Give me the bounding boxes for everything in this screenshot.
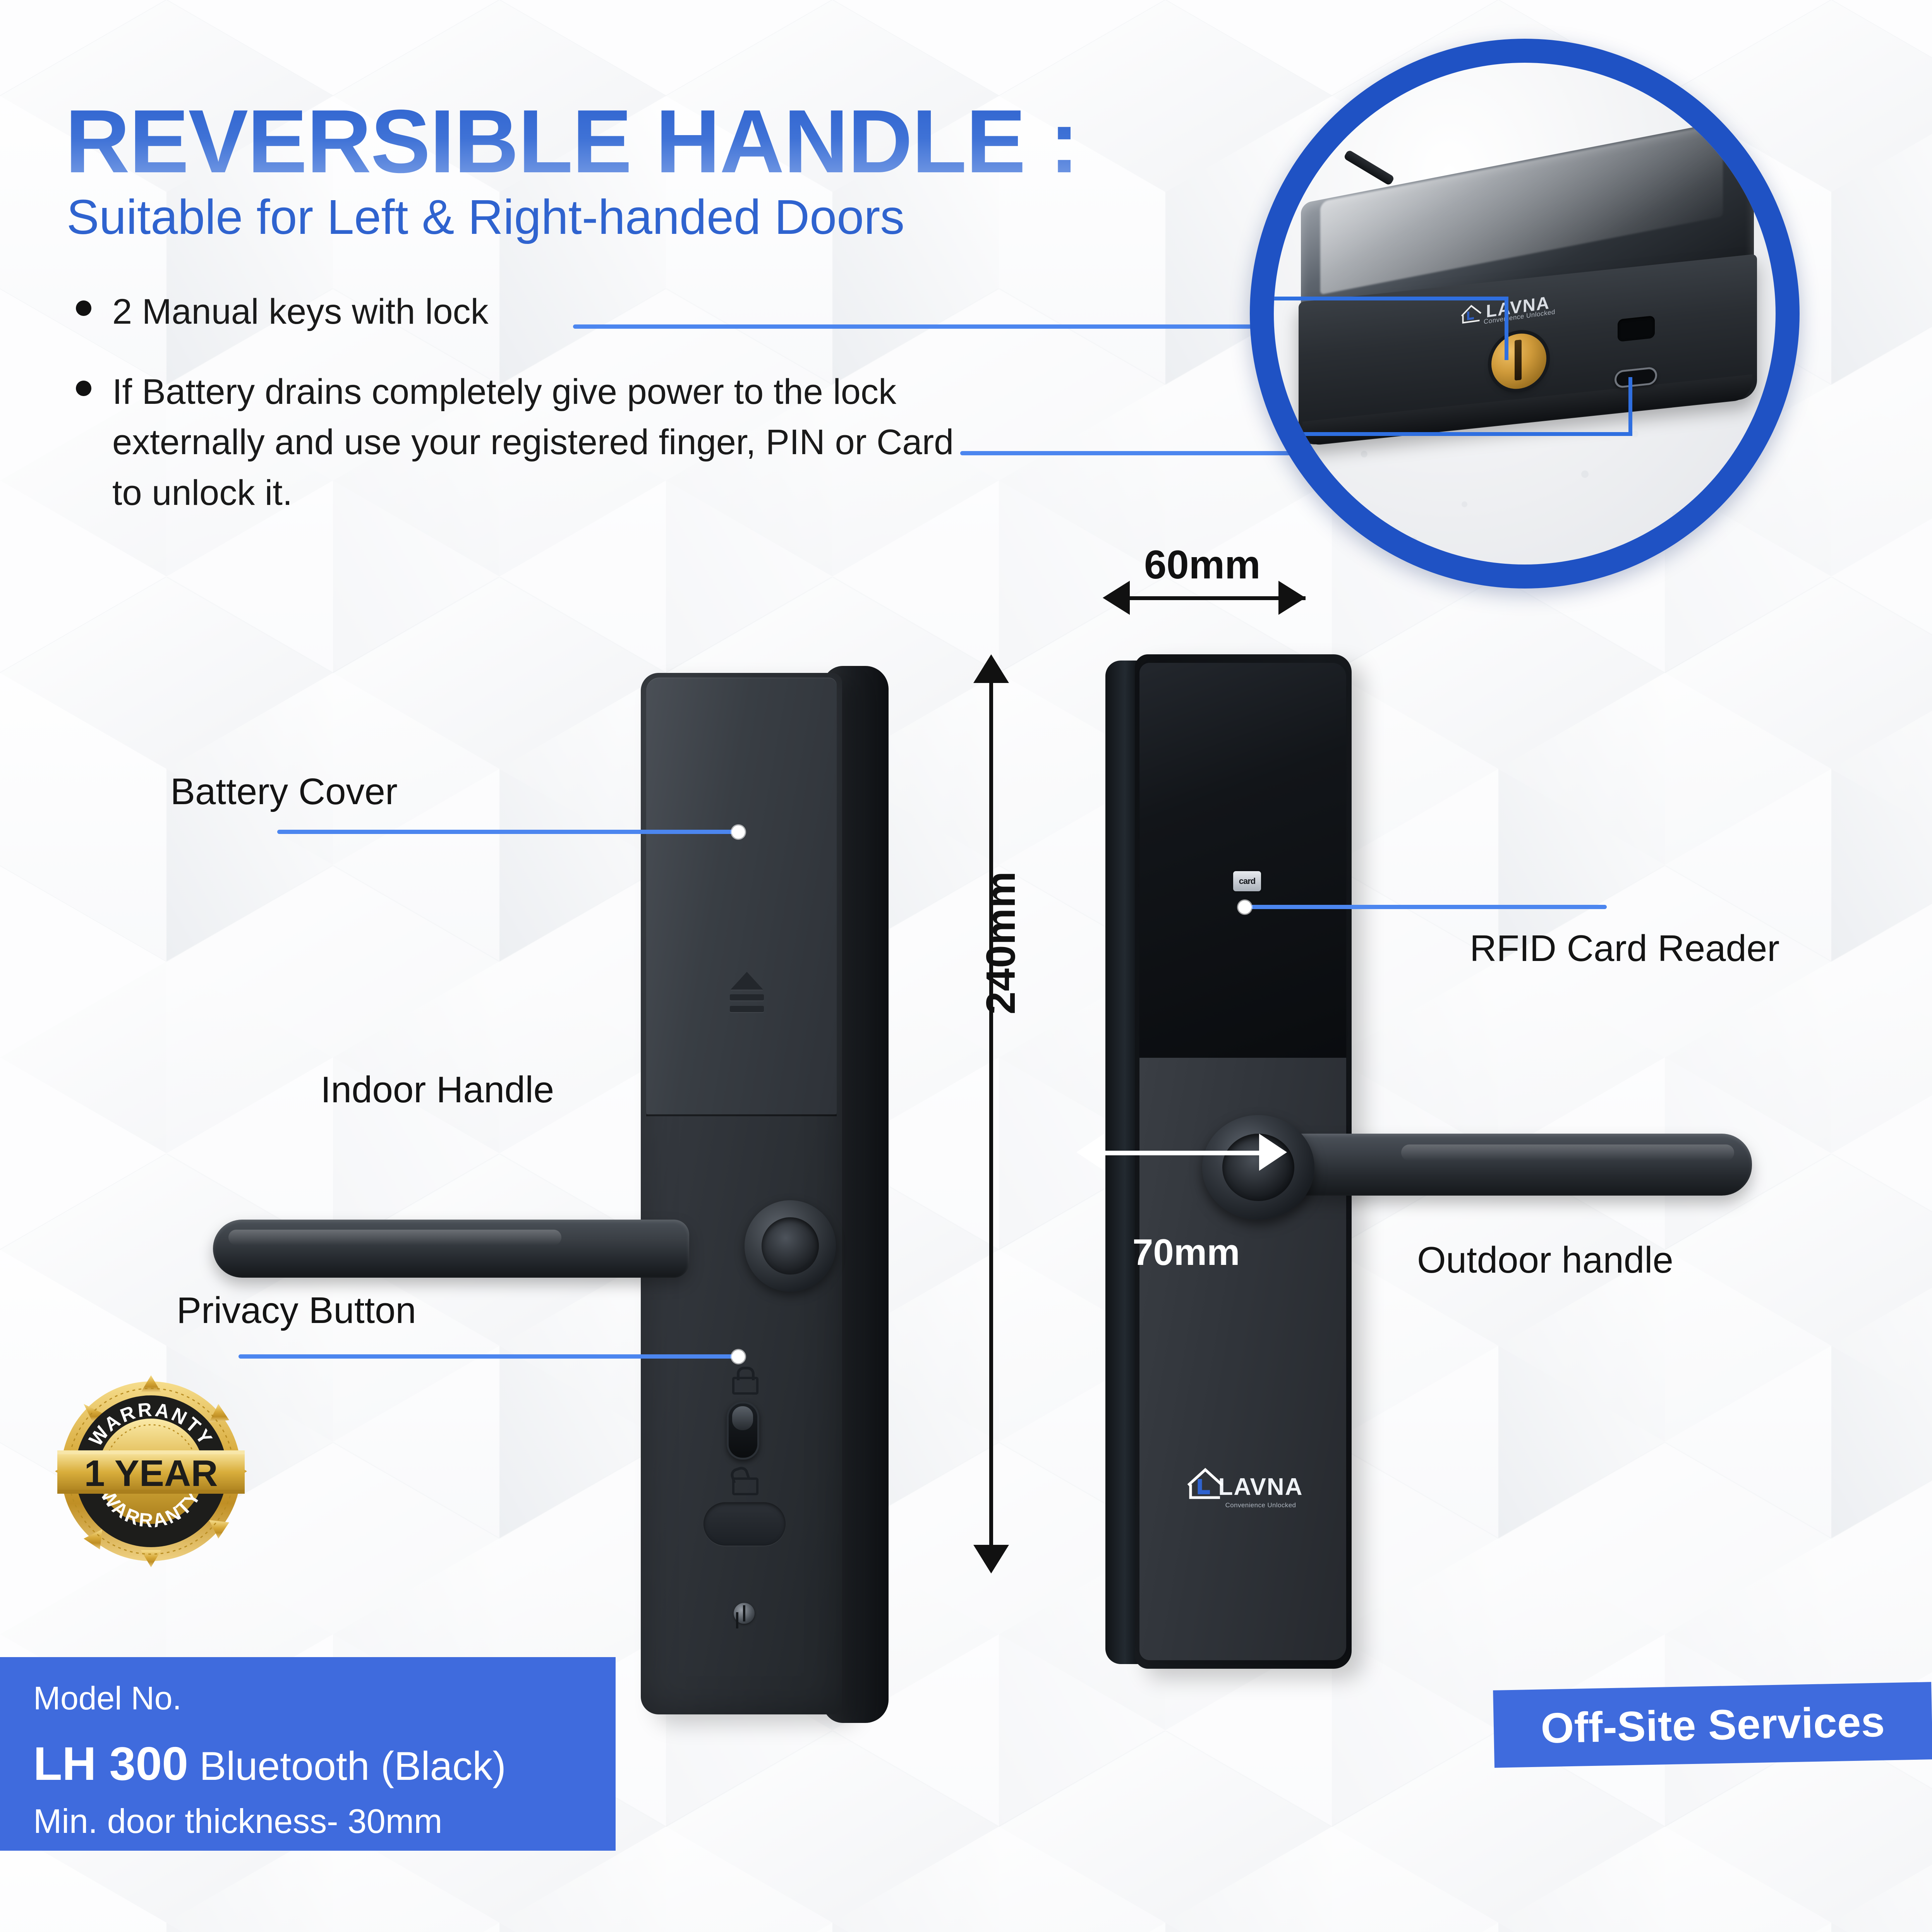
list-item: If Battery drains completely give power … xyxy=(76,367,1013,518)
leader-dot-battery-cover xyxy=(732,825,745,839)
battery-cover-seam xyxy=(646,1114,837,1116)
leader-line-battery-cover xyxy=(277,830,738,834)
model-thickness: Min. door thickness- 30mm xyxy=(33,1802,443,1840)
projection-dimension-label: 70mm xyxy=(1132,1232,1240,1273)
model-line: LH 300 Bluetooth (Black) xyxy=(33,1740,616,1787)
inset-pointer-key xyxy=(1274,297,1508,300)
width-arrow-left-icon xyxy=(1103,581,1130,615)
bullet-dot-icon xyxy=(76,300,91,316)
indoor-handle-rosette xyxy=(745,1200,836,1292)
callout-rfid-card-reader: RFID Card Reader xyxy=(1470,928,1780,969)
indoor-handle-lever xyxy=(213,1220,689,1278)
callout-outdoor-handle: Outdoor handle xyxy=(1417,1239,1673,1281)
circular-product-inset: LAVNA Convenience Unlocked xyxy=(1250,39,1800,589)
bullet-dot-icon xyxy=(76,380,91,396)
outdoor-handle-rosette xyxy=(1202,1115,1314,1220)
height-dimension-label: 240mm xyxy=(978,871,1024,1014)
projection-arrow-left-icon xyxy=(1076,1134,1104,1171)
inset-pointer-key-drop xyxy=(1505,297,1508,360)
projection-dimension-line xyxy=(1102,1151,1272,1155)
outdoor-brand-tagline: Convenience Unlocked xyxy=(1225,1501,1296,1509)
model-caption: Model No. xyxy=(33,1680,182,1716)
battery-cover-panel xyxy=(646,678,837,1115)
model-variant: Bluetooth (Black) xyxy=(199,1744,506,1789)
inset-pointer-usb xyxy=(1274,432,1632,436)
width-dimension-label: 60mm xyxy=(1144,542,1261,587)
model-code: LH 300 xyxy=(33,1737,189,1790)
bullet-text: 2 Manual keys with lock xyxy=(112,292,489,331)
offsite-services-badge[interactable]: Off-Site Services xyxy=(1493,1682,1932,1768)
privacy-button[interactable] xyxy=(727,1402,759,1460)
leader-line-rfid xyxy=(1251,905,1607,909)
outdoor-lock-glass-panel xyxy=(1139,663,1346,1058)
callout-privacy-button: Privacy Button xyxy=(177,1290,416,1331)
height-arrow-down-icon xyxy=(973,1545,1009,1573)
feature-bullet-list: 2 Manual keys with lock If Battery drain… xyxy=(76,287,1013,548)
rfid-card-icon: card xyxy=(1233,871,1261,891)
callout-indoor-handle: Indoor Handle xyxy=(321,1069,554,1110)
eject-icon xyxy=(727,972,767,1015)
offsite-services-label: Off-Site Services xyxy=(1540,1697,1886,1752)
leader-line-manual-keys xyxy=(573,324,1266,329)
leader-dot-rfid xyxy=(1238,901,1251,914)
padlock-unlocked-icon xyxy=(729,1465,758,1495)
outdoor-brand-name: LAVNA xyxy=(1218,1474,1303,1500)
outdoor-handle-lever xyxy=(1276,1134,1752,1196)
page-title: REVERSIBLE HANDLE : xyxy=(65,91,1079,192)
keyhole-slot-icon xyxy=(1515,340,1522,381)
outdoor-brand-logo: LAVNA Convenience Unlocked xyxy=(1181,1468,1309,1509)
indoor-oval-recess xyxy=(703,1502,786,1546)
inset-reset-slot xyxy=(1618,315,1655,342)
rfid-card-icon-label: card xyxy=(1239,876,1256,886)
leader-line-battery-power xyxy=(960,451,1522,455)
indoor-lock-illustration xyxy=(213,666,889,1723)
callout-battery-cover: Battery Cover xyxy=(170,771,398,812)
outdoor-lock-illustration: card LAVNA Convenience Unlocked xyxy=(1105,654,1752,1669)
warranty-badge: WARRANTY WARRANTY 1 YEAR xyxy=(50,1371,252,1572)
list-item: 2 Manual keys with lock xyxy=(76,287,1013,337)
warranty-center-text: 1 YEAR xyxy=(84,1453,218,1494)
page-subtitle: Suitable for Left & Right-handed Doors xyxy=(67,190,905,244)
width-arrow-right-icon xyxy=(1278,581,1306,615)
leader-dot-privacy-button xyxy=(732,1350,745,1363)
padlock-locked-icon xyxy=(732,1367,758,1395)
projection-arrow-right-icon xyxy=(1259,1134,1287,1171)
height-dimension-line xyxy=(989,668,993,1558)
inset-photo: LAVNA Convenience Unlocked xyxy=(1274,63,1776,565)
bullet-text: If Battery drains completely give power … xyxy=(112,372,954,513)
model-info-box: Model No. LH 300 Bluetooth (Black) Min. … xyxy=(0,1657,616,1851)
screw-icon xyxy=(734,1603,755,1624)
inset-brand-logo: LAVNA Convenience Unlocked xyxy=(1460,292,1555,326)
width-dimension-line xyxy=(1127,596,1306,600)
leader-line-privacy-button xyxy=(238,1354,738,1359)
inset-pointer-usb-rise xyxy=(1628,377,1632,436)
